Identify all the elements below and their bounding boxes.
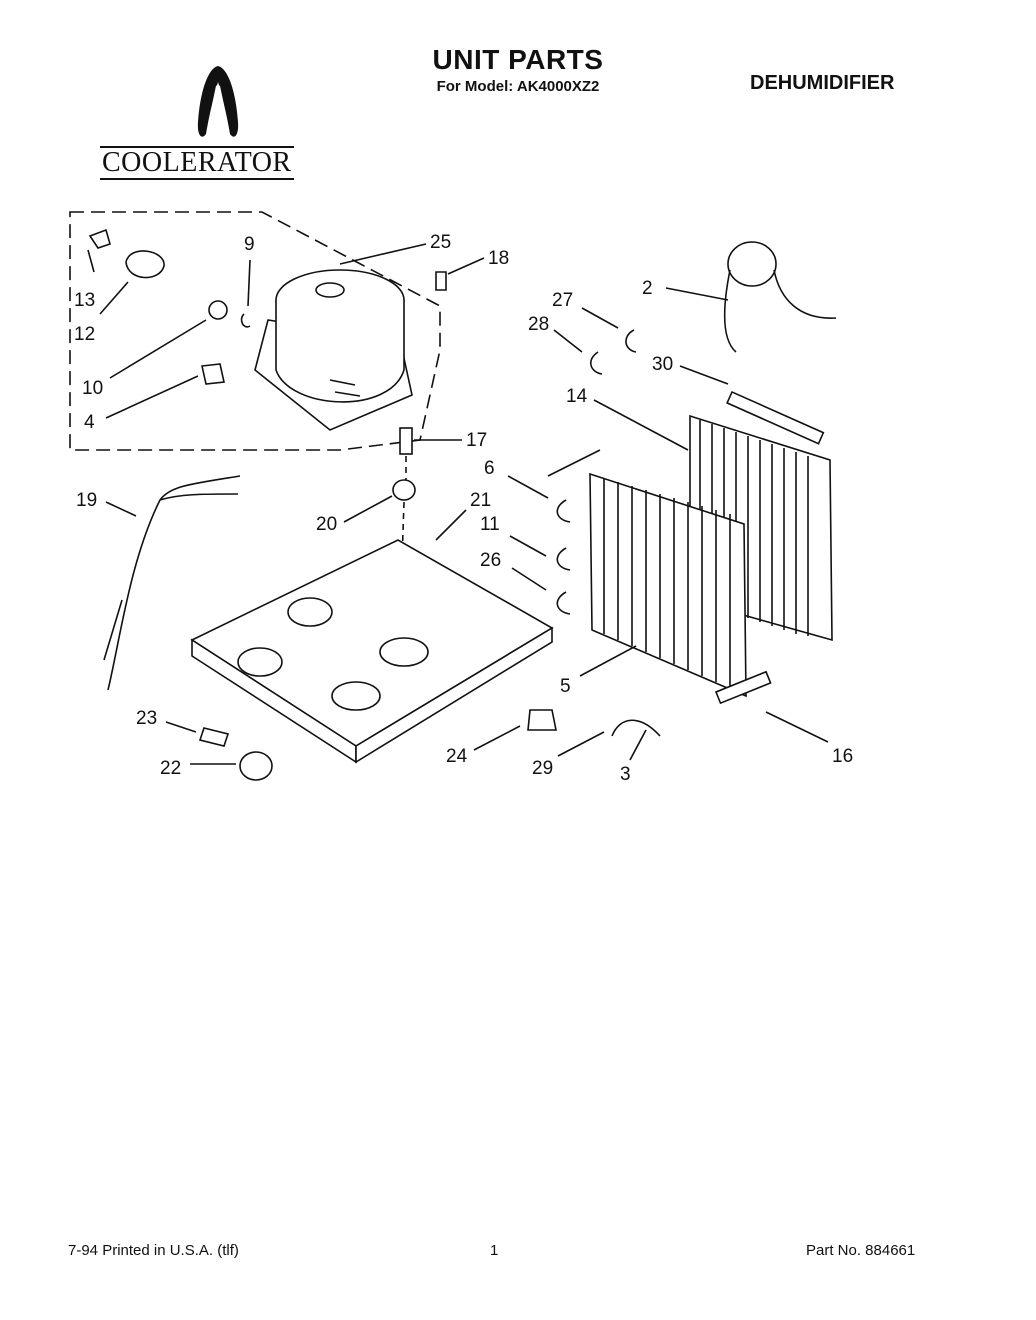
strip-part-16 [714,670,772,705]
mount-part-20 [392,479,416,501]
print-info: 7-94 Printed in U.S.A. (tlf) [68,1242,239,1259]
callout-29: 29 [532,758,553,779]
part-number: Part No. 884661 [806,1242,916,1259]
callout-19: 19 [76,490,97,511]
callout-3: 3 [620,764,631,785]
callout-20: 20 [316,514,337,535]
clip-part-6 [556,499,571,523]
screw-part-18 [435,271,447,291]
callout-5: 5 [560,676,571,697]
leader-lines [87,243,829,765]
wheel-part-22 [239,751,273,781]
callout-12: 12 [74,324,95,345]
callout-28: 28 [528,314,549,335]
callout-14: 14 [566,386,588,407]
callout-24: 24 [446,746,468,767]
strip-part-30 [726,390,825,445]
product-category: DEHUMIDIFIER [750,72,895,94]
callout-21: 21 [470,490,491,511]
callout-13: 13 [74,290,95,311]
base-pan-part-21 [190,539,554,764]
callout-23: 23 [136,708,157,729]
callout-18: 18 [488,248,509,269]
overload-part-10 [208,300,228,320]
grommet-part-4 [201,363,225,385]
compressor-part [254,269,413,431]
callout-17: 17 [466,430,487,451]
sensor-part-29 [611,719,661,737]
callout-labels: 13 12 9 25 18 10 4 17 19 20 21 2 27 28 3… [74,232,853,785]
callout-25: 25 [430,232,451,253]
callout-4: 4 [84,412,95,433]
clip-part-28 [590,351,603,375]
page-title: UNIT PARTS [432,44,604,75]
callout-2: 2 [642,278,653,299]
pin-part-23 [198,727,230,747]
callout-30: 30 [652,354,673,375]
wire-harness-part-19 [103,475,241,691]
model-subtitle: For Model: AK4000XZ2 [436,78,600,95]
callout-16: 16 [832,746,853,767]
page-number: 1 [490,1242,499,1259]
callout-22: 22 [160,758,181,779]
coil-part-5 [547,449,747,698]
compressor-group-outline [69,211,441,451]
callout-26: 26 [480,550,501,571]
cover-part-12 [125,250,165,279]
brand-logo-icon [197,66,239,137]
clip-part-9 [240,313,251,328]
foot-part-24 [527,709,557,731]
clip-part-26 [556,591,571,615]
duct-part-2 [723,241,837,353]
callout-9: 9 [244,234,255,255]
callout-27: 27 [552,290,573,311]
callout-11: 11 [480,514,500,535]
clip-part-11 [556,547,571,571]
clip-part-27 [625,329,637,353]
callout-6: 6 [484,458,495,479]
clip-part-13 [88,228,111,249]
spacer-part-17 [399,427,413,455]
brand-wordmark: COOLERATOR [100,146,294,180]
callout-10: 10 [82,378,103,399]
